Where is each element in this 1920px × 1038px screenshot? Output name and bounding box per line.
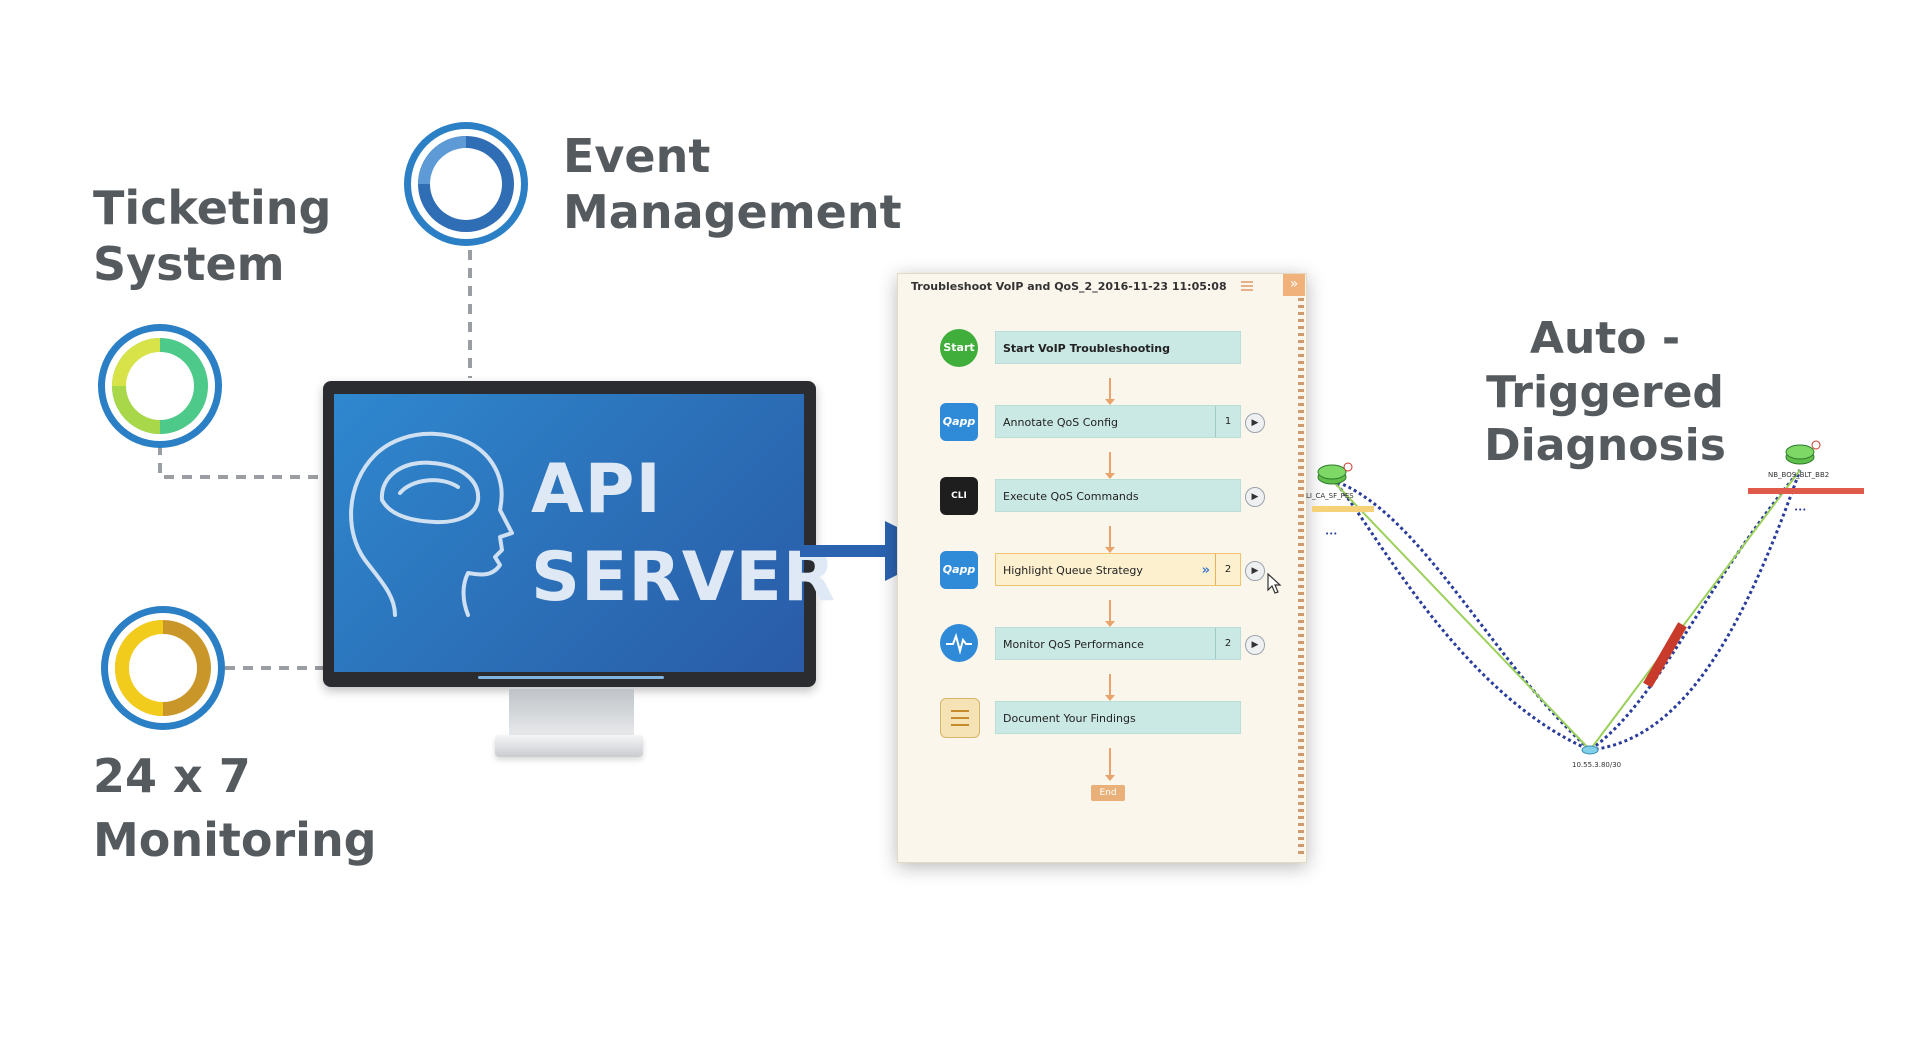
step-document-your-findings[interactable]: Document Your Findings [995,701,1241,734]
workflow-title: Troubleshoot VoIP and QoS_2_2016-11-23 1… [911,280,1227,293]
more-dots: ••• [1325,530,1338,538]
step-label: Execute QoS Commands [1003,490,1139,503]
subnet-label: 10.55.3.80/30 [1572,761,1622,769]
monitoring-label: 24 x 7 Monitoring [93,749,377,868]
step-label: Document Your Findings [1003,712,1136,725]
router-icon [1785,440,1821,465]
flow-arrow [1105,378,1115,405]
qapp-icon: Qapp [940,551,978,589]
collapse-panel-button[interactable]: » [1283,274,1305,296]
ticketing-system-ring-icon [98,324,222,448]
monitor-power-glow [478,676,664,679]
double-chevron-icon: » [1201,563,1210,578]
step-annotate-qos-config[interactable]: Annotate QoS Config 1 [995,405,1241,438]
step-execute-qos-commands[interactable]: Execute QoS Commands [995,479,1241,512]
router-icon [1317,462,1353,485]
monitor-base [495,735,643,757]
chevron-down-icon[interactable]: ⌄ [1210,279,1221,293]
run-step-button[interactable]: ▶ [1245,635,1265,655]
step-label: Annotate QoS Config [1003,416,1118,429]
qapp-icon: Qapp [940,403,978,441]
end-node: End [1091,785,1125,801]
network-map [1312,440,1864,755]
flow-arrow [1105,526,1115,553]
api-server-text-line1: API [531,450,662,529]
run-step-button[interactable]: ▶ [1245,561,1265,581]
start-icon: Start [940,329,978,367]
cli-icon: CLI [940,477,978,515]
step-count: 2 [1215,628,1240,659]
panel-resize-border[interactable] [1298,298,1304,858]
right-router-label: NB_BOS_BLT_BB2 [1768,471,1830,479]
checklist-icon [940,698,980,738]
event-management-ring-icon [404,122,528,246]
ticketing-system-label: Ticketing System [93,181,332,292]
flow-arrow [1105,600,1115,627]
auto-triggered-diagnosis-label: Auto - Triggered Diagnosis [1484,313,1726,472]
monitor-screen [334,394,804,672]
flow-arrow [1105,674,1115,701]
flow-arrow [1105,748,1115,781]
step-count: 2 [1215,554,1240,585]
monitor-stand [509,689,634,737]
left-router-label: LI_CA_SF_PES [1306,492,1354,500]
step-start-voip-troubleshooting[interactable]: Start VoIP Troubleshooting [995,331,1241,364]
event-management-label: Event Management [563,129,902,240]
pulse-monitor-icon [940,624,978,662]
step-highlight-queue-strategy[interactable]: Highlight Queue Strategy » 2 [995,553,1241,586]
run-step-button[interactable]: ▶ [1245,413,1265,433]
head-brain-icon [349,431,514,617]
step-monitor-qos-performance[interactable]: Monitor QoS Performance 2 [995,627,1241,660]
step-label: Highlight Queue Strategy [1003,564,1143,577]
step-label: Monitor QoS Performance [1003,638,1144,651]
step-label: Start VoIP Troubleshooting [1003,342,1171,355]
menu-icon[interactable] [1241,281,1253,292]
step-count: 1 [1215,406,1240,437]
cursor-icon [1267,572,1282,594]
monitoring-ring-icon [101,606,225,730]
flow-arrow [1105,452,1115,479]
api-server-text-line2: SERVER [531,538,837,617]
run-step-button[interactable]: ▶ [1245,487,1265,507]
more-dots: ••• [1794,506,1807,514]
